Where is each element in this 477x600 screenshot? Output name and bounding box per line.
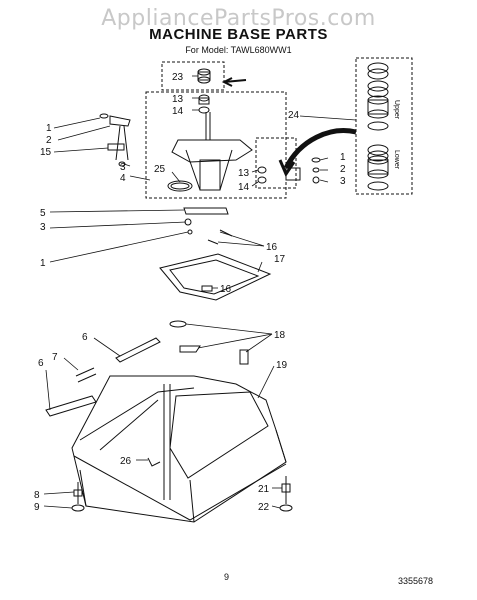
upper-label: Upper [393,100,400,120]
callout-14: 14 [238,182,250,193]
callout-6: 6 [38,358,44,369]
callout-19: 19 [276,360,288,371]
left-clip-parts [99,113,131,167]
callout-2: 2 [340,164,346,175]
callout-15: 15 [40,147,52,158]
callout-1: 1 [340,152,346,163]
bearing-kit-box [355,57,413,195]
callout-26: 26 [120,456,132,467]
callout-13: 13 [172,94,184,105]
bracket-parts [183,207,229,235]
pad-parts [169,320,249,365]
document-number: 3355678 [398,576,434,586]
bearing-stack [367,62,389,191]
model-number: For Model: TAWL680WW1 [185,45,292,55]
seal-group-box-right [255,137,297,189]
callout-25: 25 [154,164,166,175]
callout-17: 17 [274,254,286,265]
callout-7: 7 [52,352,58,363]
callout-13: 13 [238,168,250,179]
callout-5: 5 [40,208,46,219]
callout-1: 1 [40,258,46,269]
callout-6: 6 [82,332,88,343]
callout-21: 21 [258,484,270,495]
arrow-right-indicator [221,77,247,87]
base-frame [71,375,287,523]
watermark: AppliancePartsPros.com [101,6,376,31]
callout-3: 3 [340,176,346,187]
callout-23: 23 [172,72,184,83]
page-number: 9 [224,572,230,582]
callout-16: 16 [266,242,278,253]
curved-arrow-indicator [283,128,357,170]
callout-1: 1 [46,123,52,134]
seal-parts-top [197,68,211,114]
callout-2: 2 [46,135,52,146]
transmission-group-box [145,91,287,199]
callout-18: 18 [274,330,286,341]
callout-22: 22 [258,502,270,513]
dampener-frame [159,229,272,301]
lower-label: Lower [393,150,400,170]
callout-8: 8 [34,490,40,501]
leader-lines [43,75,357,509]
seal-group-box-top [161,61,225,91]
callout-3: 3 [40,222,46,233]
callout-9: 9 [34,502,40,513]
callout-4: 4 [120,173,126,184]
page-title: MACHINE BASE PARTS [149,26,328,43]
callout-14: 14 [172,106,184,117]
callout-24: 24 [288,110,300,121]
callout-3: 3 [120,162,126,173]
right-clip-parts [257,157,321,184]
spring-part [147,457,161,467]
transmission-assembly [167,112,253,192]
rail-parts [45,337,161,417]
callout-16: 16 [220,284,232,295]
